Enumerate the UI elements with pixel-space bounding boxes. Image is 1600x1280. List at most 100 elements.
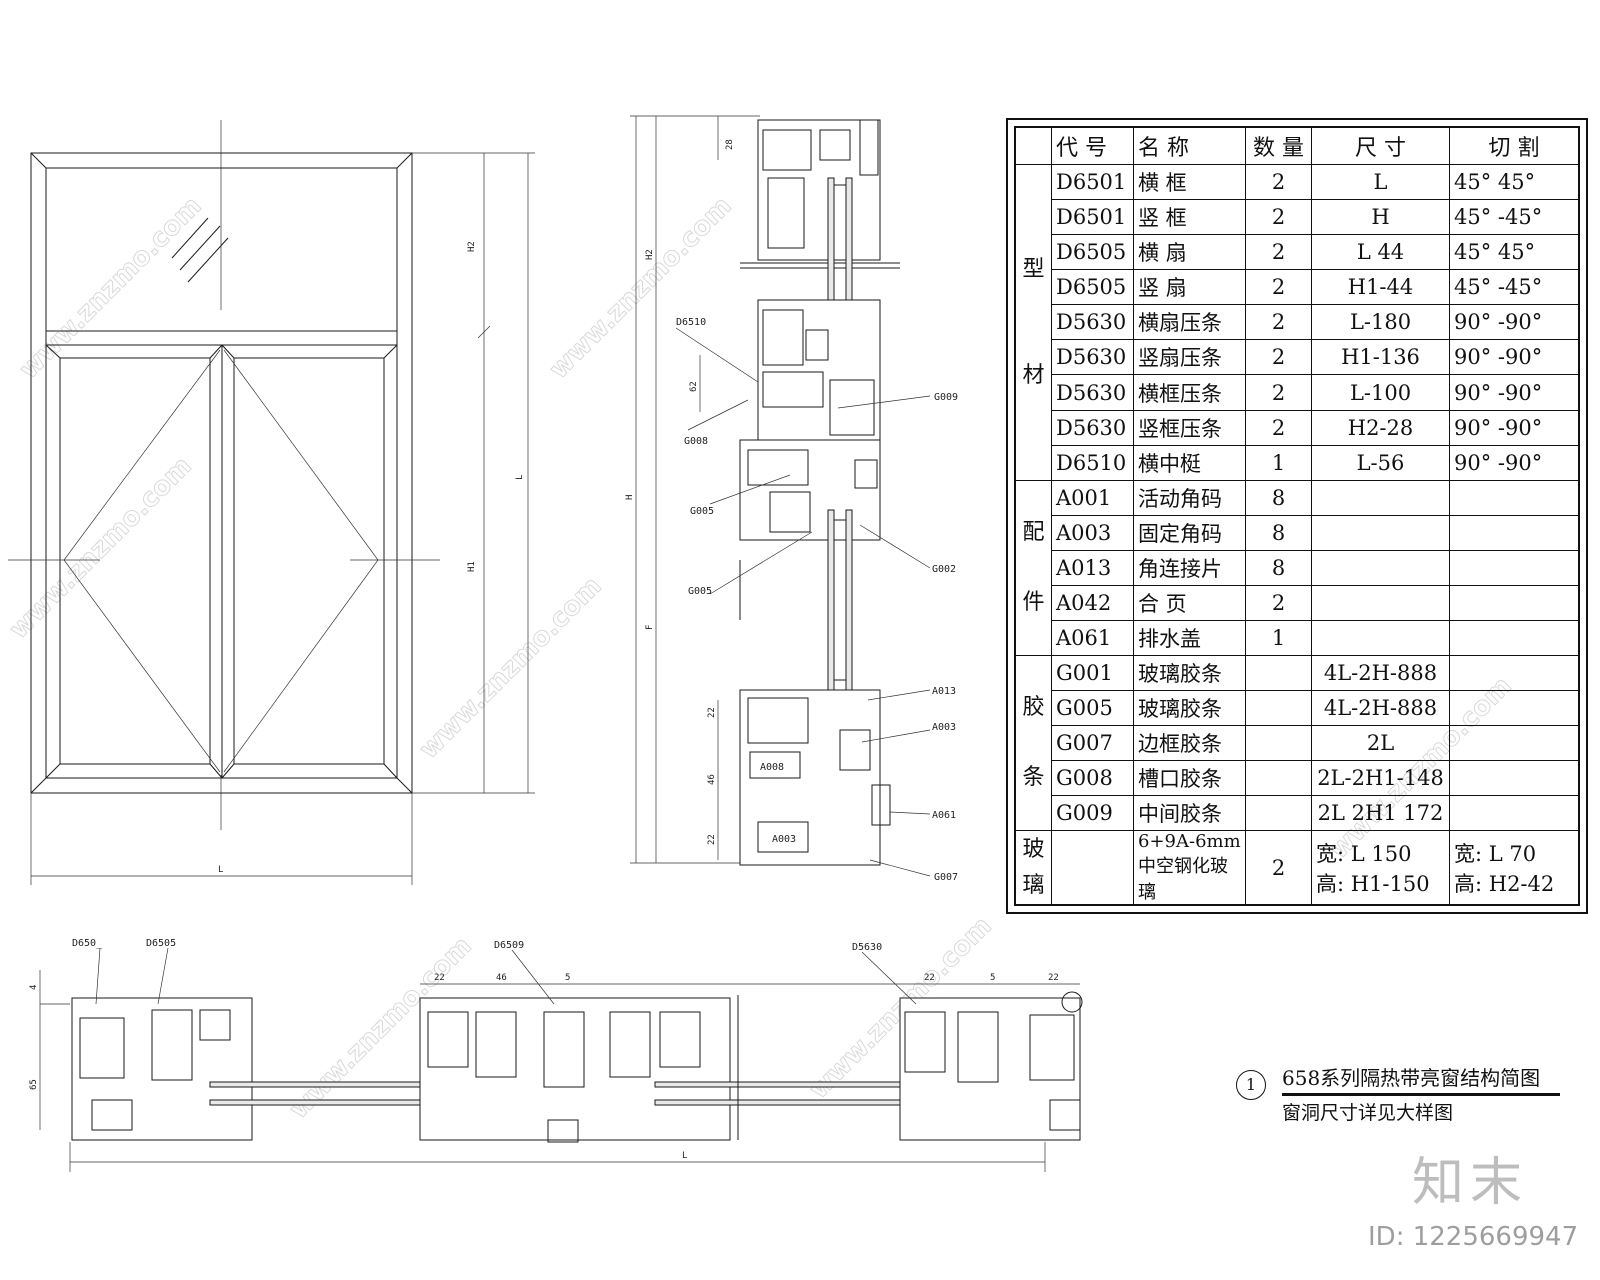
callout-label: G002 (932, 564, 956, 575)
dim-h1: H1 (467, 561, 477, 572)
table-cell: 竖 扇 (1133, 269, 1246, 306)
opening-direction-right (223, 349, 379, 773)
table-cell: H2-28 (1311, 409, 1450, 446)
table-cell: L-56 (1311, 444, 1450, 481)
table-cell: A042 (1051, 584, 1134, 621)
dim-d2: 46 (496, 973, 507, 983)
table-cell (1311, 549, 1450, 586)
table-cell: 角连接片 (1133, 549, 1246, 586)
glass-size-line: 高: H2-42 (1454, 871, 1555, 896)
table-cell: 2L (1311, 724, 1450, 761)
table-cell: 8 (1245, 549, 1312, 586)
dim-left: 4 (29, 985, 39, 990)
right-frame-profile (899, 997, 1081, 1141)
dim-c: 22 (707, 834, 717, 845)
table-cell: 2L-2H1-148 (1311, 759, 1450, 796)
table-cell: G007 (1051, 724, 1134, 761)
table-cell: 2 (1245, 584, 1312, 621)
callout-label: D6509 (494, 940, 524, 951)
table-cell: D6510 (1051, 444, 1134, 481)
table-cell (1311, 584, 1450, 621)
table-cell: 8 (1245, 479, 1312, 516)
glass-hatch (171, 217, 209, 259)
vertical-section: 28 H2 H F 62 22 46 22 (625, 115, 958, 883)
table-cell: 2 (1245, 234, 1312, 271)
table-cell (1449, 794, 1579, 832)
table-cell: 竖扇压条 (1133, 339, 1246, 376)
glass-spec-line: 中空钢化玻璃 (1138, 856, 1228, 903)
header-cell-empty (1015, 126, 1052, 166)
table-cell (1449, 479, 1579, 516)
top-frame-profile (757, 119, 881, 261)
glass-spec-line: 6+9A-6mm (1138, 831, 1241, 853)
table-cell: 2 (1245, 830, 1312, 905)
table-cell: 固定角码 (1133, 514, 1246, 551)
part-label: A003 (772, 834, 796, 845)
table-cell (1449, 549, 1579, 586)
table-cell: D5630 (1051, 304, 1134, 341)
table-cell (1449, 514, 1579, 551)
dim-mid: 62 (689, 381, 699, 392)
table-cell: 1 (1245, 444, 1312, 481)
table-cell (1245, 689, 1312, 726)
group-cell: 配 件 (1015, 479, 1052, 656)
callout-label: A061 (932, 810, 956, 821)
group-cell: 型 材 (1015, 164, 1052, 481)
table-cell (1245, 759, 1312, 796)
table-cell: G008 (1051, 759, 1134, 796)
table-cell: 横 框 (1133, 164, 1246, 201)
table-cell: 90° -90° (1449, 374, 1579, 411)
detail-circle (1061, 991, 1083, 1013)
callout-leaders (675, 327, 931, 877)
watermark-logo: 知末 (1412, 1153, 1529, 1213)
table-cell (1449, 724, 1579, 761)
table-cell: 45° -45° (1449, 199, 1579, 236)
table-cell (1449, 759, 1579, 796)
table-cell (1311, 514, 1450, 551)
lower-glass-pane (827, 509, 835, 691)
table-cell: D6505 (1051, 234, 1134, 271)
table-cell: 2 (1245, 199, 1312, 236)
table-header-row: 代 号名 称数 量尺 寸切 割 (1015, 126, 1579, 166)
table-cell (1449, 584, 1579, 621)
dim-h2: H2 (467, 241, 477, 252)
table-cell (1311, 619, 1450, 656)
table-cell: 45° 45° (1449, 234, 1579, 271)
glass-size-line: 宽: L 150 (1316, 841, 1412, 866)
drawing-number: 1 (1236, 1070, 1266, 1100)
outer-frame (30, 152, 413, 794)
dim-height: 65 (29, 1079, 39, 1090)
table-cell: A003 (1051, 514, 1134, 551)
mullion-profile (419, 997, 731, 1141)
group-cell: 胶 条 (1015, 654, 1052, 832)
table-cell: D6501 (1051, 199, 1134, 236)
table-cell: 2 (1245, 164, 1312, 201)
table-cell: 竖框压条 (1133, 409, 1246, 446)
table-cell (1449, 619, 1579, 656)
table-cell: 横扇压条 (1133, 304, 1246, 341)
table-cell: A001 (1051, 479, 1134, 516)
callout-label: A013 (932, 686, 956, 697)
drawing-subtitle: 窗洞尺寸详见大样图 (1282, 1102, 1454, 1124)
dim-d4: 22 (924, 973, 935, 983)
callout-label: G005 (688, 586, 712, 597)
dim-d5: 5 (990, 973, 995, 983)
drawing-title-block: 1 658系列隔热带亮窗结构简图 窗洞尺寸详见大样图 (1236, 1062, 1566, 1132)
table-cell: 90° -90° (1449, 339, 1579, 376)
table-cell: 45° -45° (1449, 269, 1579, 306)
callout-label: G007 (934, 872, 958, 883)
header-cell: 数 量 (1245, 126, 1312, 166)
header-cell: 名 称 (1133, 126, 1246, 166)
dim-h2: H2 (645, 249, 655, 260)
